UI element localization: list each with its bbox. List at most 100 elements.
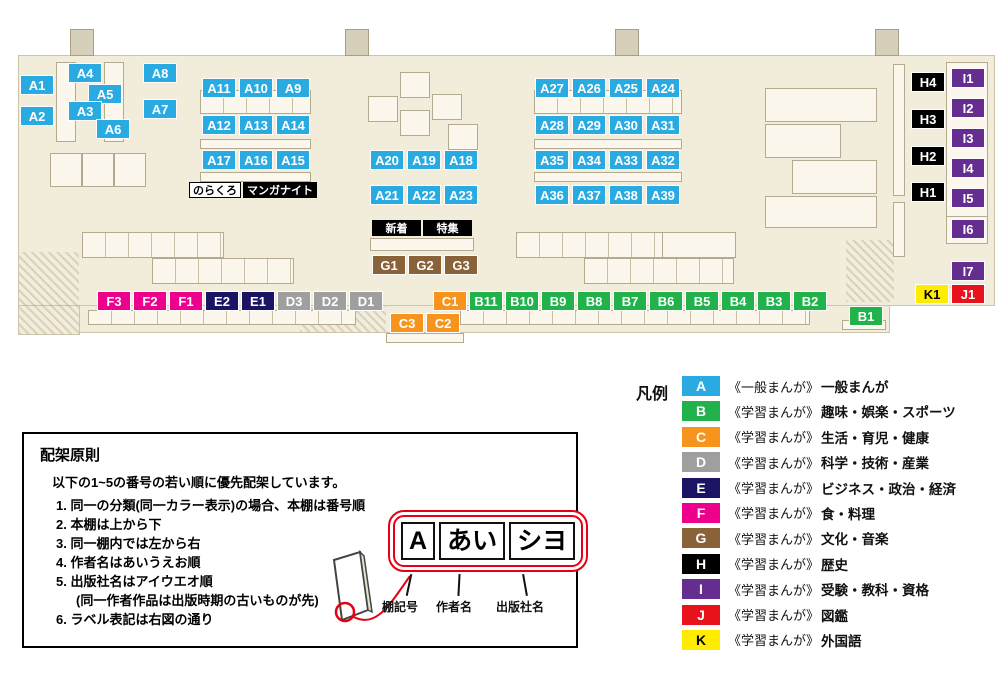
legend-item-J: J《学習まんが》図鑑 [682,604,956,625]
legend-category: 生活・育児・健康 [821,430,930,446]
legend-category: ビジネス・政治・経済 [821,481,957,497]
callout-line-3 [522,573,528,597]
shelf-label-A10: A10 [239,78,273,98]
bookshelf [460,310,810,325]
bookshelf [765,88,877,122]
shelf-label-A35: A35 [535,150,569,170]
label-shelf-code: A [401,522,436,560]
shelf-label-C3: C3 [390,313,424,333]
shelf-label-B7: B7 [613,291,647,311]
rules-list-item: 5. 出版社名はアイウエオ順 [56,574,213,589]
shelf-label-A27: A27 [535,78,569,98]
shelf-label-A1: A1 [20,75,54,95]
pillar [70,29,94,56]
legend-series: 《学習まんが》 [728,531,820,547]
shelf-label-A9: A9 [276,78,310,98]
legend-series: 《学習まんが》 [728,481,820,497]
shelf-label-A30: A30 [609,115,643,135]
legend-series: 《学習まんが》 [728,582,820,598]
legend-category: 図鑑 [821,608,849,624]
shelf-label-A2: A2 [20,106,54,126]
area-label: 特集 [423,220,472,236]
bookshelf [50,153,82,187]
shelf-label-A4: A4 [68,63,102,83]
shelf-label-A23: A23 [444,185,478,205]
shelf-label-F2: F2 [133,291,167,311]
shelf-label-A33: A33 [609,150,643,170]
rules-box: 配架原則 以下の1~5の番号の若い順に優先配架しています。 1. 同一の分類(同… [22,432,589,648]
shelf-label-A25: A25 [609,78,643,98]
bookshelf [893,202,905,257]
legend-series: 《学習まんが》 [728,455,820,471]
shelf-label-A16: A16 [239,150,273,170]
shelf-label-F1: F1 [169,291,203,311]
shelf-label-I6: I6 [951,219,985,239]
shelf-label-A20: A20 [370,150,404,170]
legend-category: 科学・技術・産業 [821,456,930,472]
legend-color-swatch: A [682,376,720,396]
callout-publisher-name: 出版社名 [496,600,545,614]
legend-series: 《学習まんが》 [728,506,820,522]
area-label: 新着 [372,220,421,236]
shelf-label-I7: I7 [951,261,985,281]
shelf-label-H1: H1 [911,182,945,202]
legend-series: 《学習まんが》 [728,557,820,573]
shelf-label-example-inner: A あい シヨ [393,515,584,567]
legend-series: 《学習まんが》 [728,608,820,624]
bookshelf [200,172,311,182]
shelf-label-A28: A28 [535,115,569,135]
legend-color-swatch: B [682,401,720,422]
bookshelf [534,139,682,149]
bookshelf [368,96,398,122]
shelf-label-A36: A36 [535,185,569,205]
legend-category: 歴史 [821,557,849,573]
shelf-label-A18: A18 [444,150,478,170]
book-icon [332,549,411,623]
legend-item-D: D 《学習まんが》科学・技術・産業 [682,452,956,473]
legend-color-swatch: D [682,452,720,473]
legend-series: 《一般まんが》 [728,379,820,395]
shelf-label-I5: I5 [951,188,985,208]
rules-list-item: 3. 同一棚内では左から右 [56,536,201,551]
floor-area [18,305,80,335]
rules-list-item: (同一作者作品は出版時期の古いものが先) [76,593,319,608]
bookshelf [893,64,905,196]
shelf-label-E2: E2 [205,291,239,311]
callout-line-2 [457,573,461,597]
legend-item-H: H 《学習まんが》歴史 [682,553,956,574]
bookshelf [114,153,146,187]
shelf-label-A3: A3 [68,101,102,121]
bookshelf [765,196,877,228]
callout-shelf-code: 棚記号 [382,600,419,614]
rules-list-item: 1. 同一の分類(同一カラー表示)の場合、本棚は番号順 [56,498,366,513]
legend-color-swatch: H [682,553,720,574]
shelf-label-H2: H2 [911,146,945,166]
shelf-label-K1: K1 [915,284,949,304]
pillar [615,29,639,56]
legend-series: 《学習まんが》 [728,633,820,649]
legend-item-F: F《学習まんが》食・料理 [682,502,956,523]
shelf-label-A19: A19 [407,150,441,170]
legend-series: 《学習まんが》 [728,404,820,420]
shelf-label-A38: A38 [609,185,643,205]
legend-item-G: G《学習まんが》文化・音楽 [682,528,956,549]
shelf-label-A8: A8 [143,63,177,83]
bookshelf [88,310,356,325]
bookshelf [82,232,224,258]
bookshelf [152,258,294,284]
shelf-label-D1: D1 [349,291,383,311]
shelf-label-A34: A34 [572,150,606,170]
shelf-label-C1: C1 [433,291,467,311]
shelf-label-B6: B6 [649,291,683,311]
shelf-label-D3: D3 [277,291,311,311]
legend-item-B: B《学習まんが》趣味・娯楽・スポーツ [682,401,956,422]
shelf-label-A17: A17 [202,150,236,170]
rules-list-item: 4. 作者名はあいうえお順 [56,555,201,570]
shelf-label-I4: I4 [951,158,985,178]
rules-list-item: 6. ラベル表記は右図の通り [56,612,214,627]
legend-item-I: I《学習まんが》受験・教科・資格 [682,579,956,600]
shelf-label-D2: D2 [313,291,347,311]
